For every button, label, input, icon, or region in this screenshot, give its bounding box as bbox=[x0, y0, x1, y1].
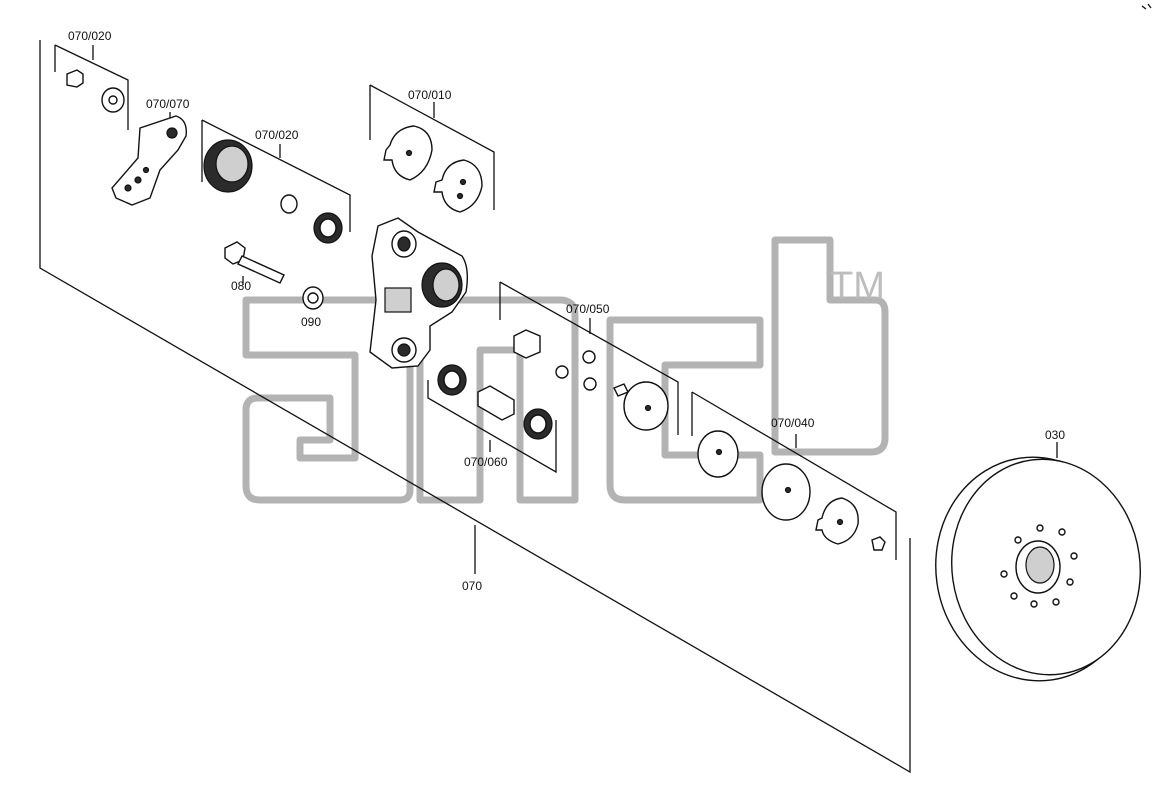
slack-adjuster-lever bbox=[111, 112, 187, 206]
label-070-060: 070/060 bbox=[464, 455, 508, 469]
group-070-020-mid bbox=[201, 119, 351, 244]
label-030: 030 bbox=[1045, 428, 1065, 442]
brake-bracket-housing bbox=[369, 217, 469, 369]
group-070-020-top bbox=[54, 44, 129, 130]
brake-disc-030 bbox=[935, 442, 1141, 682]
trademark-mark: TM bbox=[830, 265, 885, 307]
watermark-logo: TM bbox=[242, 236, 889, 504]
label-080: 080 bbox=[231, 279, 251, 293]
label-090: 090 bbox=[301, 315, 321, 329]
group-070-010-brake-shoes bbox=[369, 84, 495, 213]
label-070-070: 070/070 bbox=[146, 97, 190, 111]
label-070-020-mid: 070/020 bbox=[255, 128, 299, 142]
corner-mark bbox=[1141, 3, 1152, 10]
group-070-060 bbox=[427, 364, 557, 474]
label-070-050: 070/050 bbox=[566, 302, 610, 316]
group-070-050 bbox=[499, 281, 679, 435]
washer-090 bbox=[302, 286, 324, 310]
label-070-010: 070/010 bbox=[408, 88, 452, 102]
bolt-080 bbox=[224, 241, 285, 285]
label-070-020-top: 070/020 bbox=[68, 29, 112, 43]
label-070: 070 bbox=[462, 579, 482, 593]
assembly-bracket-070 bbox=[39, 40, 911, 774]
group-070-040 bbox=[691, 391, 897, 560]
label-070-040: 070/040 bbox=[771, 416, 815, 430]
